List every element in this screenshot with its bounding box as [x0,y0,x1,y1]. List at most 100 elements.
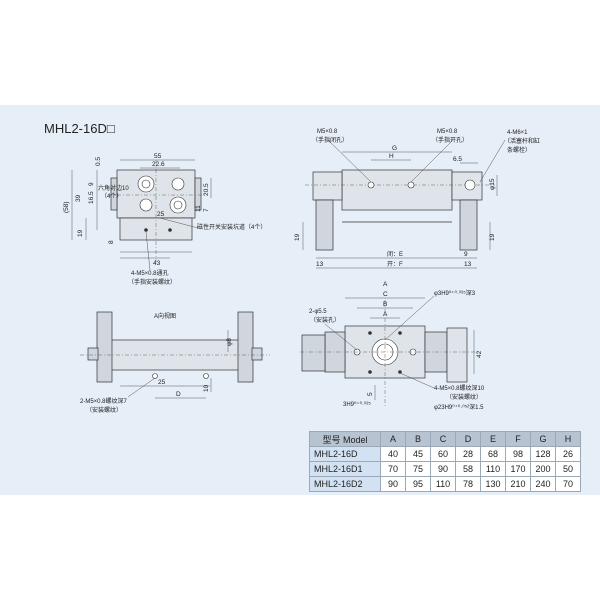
cell-h: 70 [555,476,581,492]
spec-table: 型号 Model A B C D E F G H MHL2-16D 40 45 … [309,431,581,492]
cell-model: MHL2-16D1 [309,461,381,477]
note-phi3-pin: φ3H9⁰⁺⁰·⁰²⁵深3 [434,289,476,297]
table-row: MHL2-16D1 70 75 90 58 110 170 200 50 [309,461,581,477]
note-phi23-bore: φ23H9⁰⁺⁰·⁰⁵²深1.5 [434,403,484,411]
front-view: 55 22.6 0.5 9 16.5 39 (58) 19 8 25 43 20… [63,153,266,286]
cell-d: 28 [455,446,481,462]
note-mount-thread: （安装螺纹） [86,406,122,414]
note-2-phi5-5: 2-φ5.5 [309,309,327,315]
cell-a: 70 [380,461,406,477]
dim-a: A [383,311,388,318]
dim-16-5: 16.5 [88,191,95,204]
dim-h: H [389,153,394,160]
bottom-view: A C B A 42 5 φ3H9⁰⁺⁰·⁰²⁵深3 2-φ5.5 （安装孔） … [300,281,485,411]
cell-a: 90 [380,476,406,492]
cell-h: 50 [555,461,581,477]
side-finger-left [315,199,334,251]
cell-f: 170 [505,461,531,477]
note-close-port-desc: （手指闭孔） [312,136,348,144]
cell-h: 26 [555,446,581,462]
cell-b: 45 [405,446,431,462]
cell-g: 128 [530,446,556,462]
note-through-hole: 4-M5×0.8通孔 [131,269,169,277]
cell-model: MHL2-16D [309,446,381,462]
note-m5-depth7: 2-M5×0.8螺纹深7 [80,397,128,405]
dim-9: 9 [88,182,95,186]
dim-55: 55 [154,153,162,160]
header-b: B [405,431,431,447]
dim-8: 8 [108,240,115,244]
dim-25-a: 25 [158,379,166,386]
dim-42: 42 [476,350,483,358]
note-close-port: M5×0.8 [317,129,338,135]
dim-11: 11 [195,205,202,212]
cell-g: 200 [530,461,556,477]
cell-f: 98 [505,446,531,462]
dim-13-right: 13 [464,261,472,268]
dim-43: 43 [153,260,161,267]
dim-58: (58) [63,201,70,213]
note-m6-desc1: （活塞杆和缸 [504,137,540,145]
header-d: D [455,431,481,447]
cell-e: 130 [480,476,506,492]
dim-19-left: 19 [294,233,301,241]
note-3h9: 3H9⁰⁺⁰·⁰²⁵ [343,401,371,408]
a-view-body [106,339,244,371]
note-m5-depth10: 4-M5×0.8螺纹深10 [434,384,485,392]
dim-20-5: 20.5 [203,183,210,196]
header-g: G [530,431,556,447]
header-c: C [430,431,456,447]
note-m6-desc2: 条螺栓） [507,146,531,154]
side-view: M5×0.8 （手指闭孔） M5×0.8 （手指开孔） 4-M6×1 （活塞杆和… [294,129,540,269]
dim-10: 10 [203,384,210,392]
spec-header-row: 型号 Model A B C D E F G H [309,431,581,447]
dim-d: D [176,391,181,398]
note-mount-thread-b: （安装螺纹） [446,393,482,401]
table-row: MHL2-16D2 90 95 110 78 130 210 240 70 [309,476,581,492]
note-open-port-desc: （手指开孔） [432,136,468,144]
dim-phi8: φ8 [226,338,233,346]
header-f: F [505,431,531,447]
note-hex: 六角对边10 [98,184,129,192]
note-switch-groove: 磁性开关安装坑道（4个） [197,223,266,231]
dim-6-5: 6.5 [453,156,462,163]
note-open-port: M5×0.8 [437,129,458,135]
note-mount-hole: （安装孔） [310,316,340,324]
dim-a-top: A [383,281,388,288]
header-model: 型号 Model [309,431,381,447]
model-title: MHL2-16D□ [44,121,115,136]
cell-d: 78 [455,476,481,492]
side-finger-right [459,199,478,251]
dim-19-right: 19 [489,233,496,241]
header-a: A [380,431,406,447]
cell-b: 75 [405,461,431,477]
header-e: E [480,431,506,447]
dim-13-left: 13 [316,261,324,268]
view-label: A向视图 [154,312,176,320]
side-body [341,169,453,211]
dim-e: 闭：E [387,250,403,258]
cell-model: MHL2-16D2 [309,476,381,492]
cell-a: 40 [380,446,406,462]
dim-0-5: 0.5 [95,157,102,166]
cell-c: 90 [430,461,456,477]
dim-19: 19 [77,229,84,237]
dim-39: 39 [75,194,82,202]
cell-d: 58 [455,461,481,477]
note-m6: 4-M6×1 [507,130,528,136]
cell-f: 210 [505,476,531,492]
cell-e: 68 [480,446,506,462]
dim-g: G [392,145,397,152]
cell-b: 95 [405,476,431,492]
note-finger-thread: （手指安装螺纹） [128,278,176,286]
cell-c: 60 [430,446,456,462]
table-row: MHL2-16D 40 45 60 28 68 98 128 26 [309,446,581,462]
drawing-panel [0,105,600,495]
dim-9: 9 [464,251,468,258]
a-view: A向视图 φ8 10 25 D 2-M5×0.8螺纹深7 （安装螺纹） [80,311,270,414]
dim-f: 开：F [387,261,403,268]
dim-b: B [383,301,387,308]
cell-c: 110 [430,476,456,492]
dim-7: 7 [203,208,210,212]
